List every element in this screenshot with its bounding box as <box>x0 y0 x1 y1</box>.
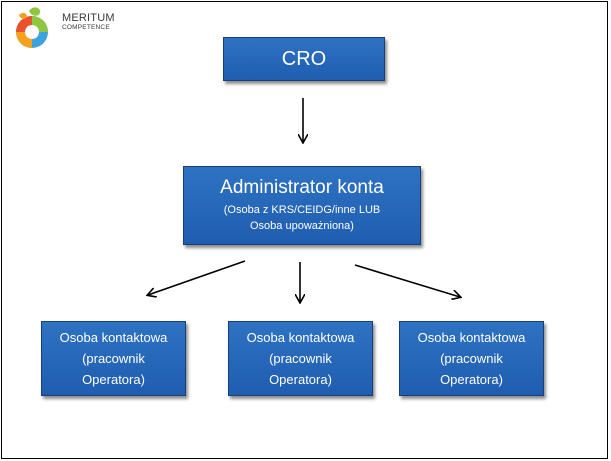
node-contact-3-line-1: Osoba kontaktowa <box>417 330 526 345</box>
node-contact-3-line-2: (pracownik <box>440 351 503 366</box>
meritum-logo-icon <box>16 7 48 48</box>
logo-line-2: COMPETENCE <box>62 24 110 31</box>
node-admin-sub-line-2: Osoba upoważniona) <box>250 220 354 232</box>
arrow-admin-to-contact-3 <box>354 264 460 297</box>
node-contact-2-line-1: Osoba kontaktowa <box>246 330 355 345</box>
node-contact-1-line-2: (pracownik <box>82 351 145 366</box>
node-contact-3-line-3: Operatora) <box>440 372 503 387</box>
node-contact-1-line-3: Operatora) <box>82 372 145 387</box>
node-cro: CRO <box>223 37 385 81</box>
node-contact-2-line-2: (pracownik <box>269 351 332 366</box>
node-admin-subtitle: (Osoba z KRS/CEIDG/inne LUB Osoba upoważ… <box>224 202 381 234</box>
node-contact-3: Osoba kontaktowa (pracownik Operatora) <box>399 321 544 396</box>
arrow-admin-to-contact-1 <box>148 260 246 295</box>
node-admin-sub-line-1: (Osoba z KRS/CEIDG/inne LUB <box>223 204 381 216</box>
node-admin-title: Administrator konta <box>220 177 384 198</box>
node-contact-1-line-1: Osoba kontaktowa <box>59 330 168 345</box>
logo-text: MERITUM COMPETENCE <box>62 13 115 32</box>
node-cro-label: CRO <box>281 47 327 70</box>
logo-line-1: MERITUM <box>62 12 115 24</box>
node-contact-1: Osoba kontaktowa (pracownik Operatora) <box>41 321 186 396</box>
node-contact-2: Osoba kontaktowa (pracownik Operatora) <box>228 321 373 396</box>
node-contact-2-line-3: Operatora) <box>269 372 332 387</box>
node-administrator: Administrator konta (Osoba z KRS/CEIDG/i… <box>183 166 421 245</box>
